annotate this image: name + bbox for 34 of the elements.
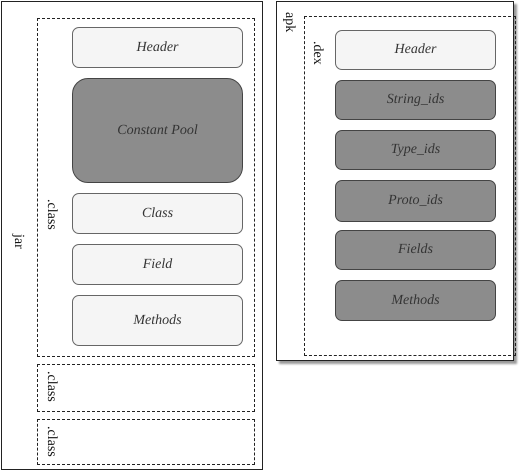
- section-label: Fields: [398, 242, 433, 258]
- section-label: Constant Pool: [117, 122, 198, 138]
- container-label: .class: [43, 426, 59, 457]
- section-box: [72, 295, 243, 346]
- section-label: Type_ids: [390, 142, 440, 158]
- section-label: Methods: [391, 292, 440, 308]
- section-box: [72, 193, 243, 234]
- container-label: .dex: [309, 41, 325, 65]
- section-box: [335, 30, 496, 70]
- section-box: [335, 280, 496, 321]
- dashed-frame: [37, 419, 255, 465]
- section-label: Header: [394, 42, 436, 58]
- dashed-frame: [37, 364, 255, 412]
- container-label: .class: [43, 199, 59, 230]
- section-box: [72, 78, 243, 183]
- dashed-frame: [304, 16, 516, 356]
- dashed-frame: [37, 18, 255, 357]
- section-box: [335, 130, 496, 170]
- container-box: [276, 1, 514, 361]
- section-box: [335, 80, 496, 120]
- section-box: [335, 230, 496, 270]
- section-label: Class: [142, 206, 174, 222]
- container-box: [1, 1, 263, 470]
- section-box: [72, 27, 243, 68]
- container-label: apk: [281, 12, 297, 32]
- section-label: Methods: [133, 312, 182, 328]
- section-label: String_ids: [386, 92, 444, 108]
- section-label: Field: [142, 256, 172, 272]
- section-box: [335, 180, 496, 222]
- section-label: Header: [136, 40, 178, 56]
- section-label: Proto_ids: [388, 193, 443, 209]
- section-box: [72, 244, 243, 285]
- container-label: jar: [10, 234, 26, 249]
- container-label: .class: [43, 371, 59, 402]
